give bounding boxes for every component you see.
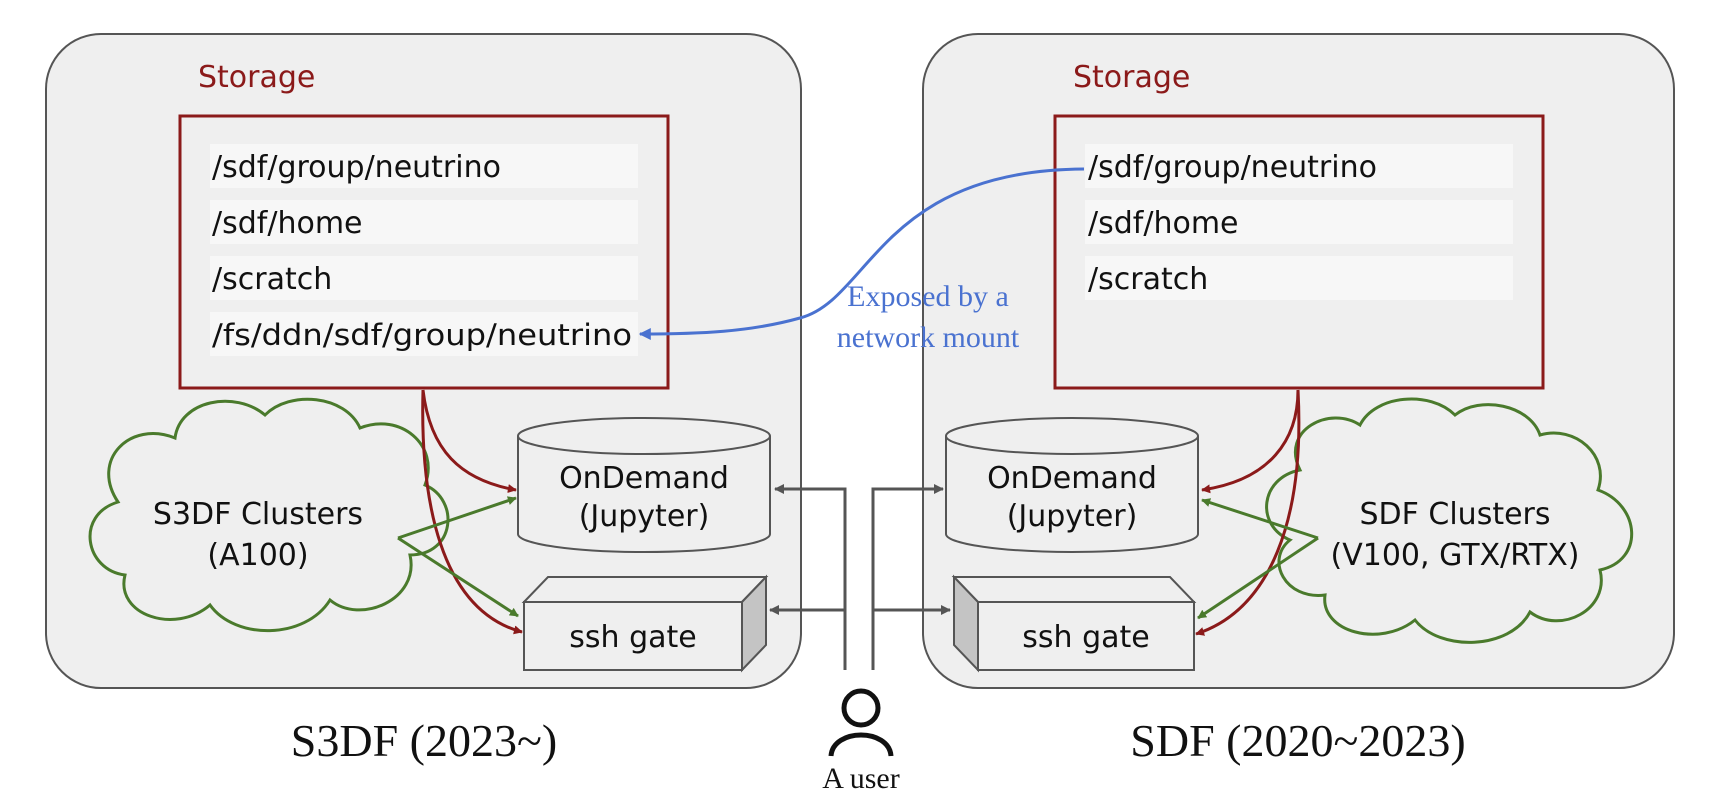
sdf-panel: Storage /sdf/group/neutrino /sdf/home /s… (922, 33, 1675, 766)
path-row (210, 312, 638, 356)
user-label: A user (822, 762, 900, 795)
path-label: /fs/ddn/sdf/group/neutrino (212, 318, 632, 352)
path-row (210, 200, 638, 244)
user-connections (769, 484, 951, 670)
s3df-clusters-label: S3DF Clusters (153, 497, 363, 532)
s3df-caption: S3DF (2023~) (291, 715, 557, 766)
cluster-to-ssh-arrow (1197, 536, 1319, 620)
storage-to-ondemand-arrow (1201, 389, 1300, 494)
path-row (1085, 200, 1513, 244)
cluster-to-ondemand-arrow (397, 496, 517, 540)
path-label: /sdf/home (212, 206, 363, 241)
cluster-to-ondemand-arrow (1201, 498, 1319, 540)
path-label: /sdf/group/neutrino (1088, 150, 1377, 185)
s3df-storage-title: Storage (198, 60, 315, 95)
sdf-clusters-cloud: SDF Clusters (V100, GTX/RTX) (1265, 397, 1634, 644)
path-label: /scratch (212, 262, 332, 297)
network-mount-note-line2: network mount (837, 321, 1020, 354)
sdf-ondemand-node: OnDemand (Jupyter) (945, 417, 1199, 553)
s3df-ondemand-node: OnDemand (Jupyter) (517, 417, 771, 553)
cloud-shape (88, 397, 450, 633)
box-front-face (523, 601, 743, 671)
cloud-shape (1265, 397, 1634, 644)
ondemand-subtitle: (Jupyter) (579, 499, 710, 534)
cylinder-top (517, 417, 771, 455)
s3df-panel: Storage /sdf/group/neutrino /sdf/home /s… (45, 33, 802, 766)
sdf-ssh-gate: ssh gate (951, 574, 1197, 673)
path-row (210, 144, 638, 188)
s3df-ssh-gate: ssh gate (521, 574, 769, 673)
ssh-gate-label: ssh gate (569, 620, 696, 655)
box-top-face (521, 576, 769, 603)
network-mount-arrow (638, 167, 1085, 340)
user-icon-head (841, 688, 881, 728)
path-label: /sdf/group/neutrino (212, 150, 501, 185)
box-front-face (977, 601, 1195, 671)
user-icon (828, 688, 894, 757)
sdf-clusters-gpu: (V100, GTX/RTX) (1331, 538, 1580, 573)
cylinder-top (945, 417, 1199, 455)
path-label: /sdf/home (1088, 206, 1239, 241)
ondemand-label: OnDemand (987, 461, 1157, 496)
path-row (210, 256, 638, 300)
ondemand-label: OnDemand (559, 461, 729, 496)
sdf-path-list: /sdf/group/neutrino /sdf/home /scratch (1085, 144, 1513, 300)
ondemand-subtitle: (Jupyter) (1007, 499, 1138, 534)
storage-to-ssh-arrow (421, 389, 523, 635)
sdf-caption: SDF (2020~2023) (1130, 715, 1465, 766)
path-row (1085, 256, 1513, 300)
network-mount-note-line1: Exposed by a (847, 280, 1009, 313)
user-icon-body (828, 732, 894, 757)
s3df-storage-box (178, 114, 670, 390)
sdf-storage-title: Storage (1073, 60, 1190, 95)
s3df-clusters-cloud: S3DF Clusters (A100) (88, 397, 450, 633)
s3df-path-list: /sdf/group/neutrino /sdf/home /scratch /… (210, 144, 638, 356)
storage-to-ondemand-arrow (421, 389, 517, 494)
cluster-to-ssh-arrow (397, 536, 519, 618)
path-label: /scratch (1088, 262, 1208, 297)
s3df-clusters-gpu: (A100) (207, 538, 308, 573)
cylinder-body (945, 436, 1199, 553)
cylinder-body (517, 436, 771, 553)
path-row (1085, 144, 1513, 188)
ssh-gate-label: ssh gate (1022, 620, 1149, 655)
sdf-clusters-label: SDF Clusters (1359, 497, 1550, 532)
storage-to-ssh-arrow (1195, 389, 1301, 636)
network-mount-note: Exposed by a network mount (837, 280, 1020, 354)
box-top-face (951, 576, 1197, 603)
sdf-storage-box (1053, 114, 1545, 390)
